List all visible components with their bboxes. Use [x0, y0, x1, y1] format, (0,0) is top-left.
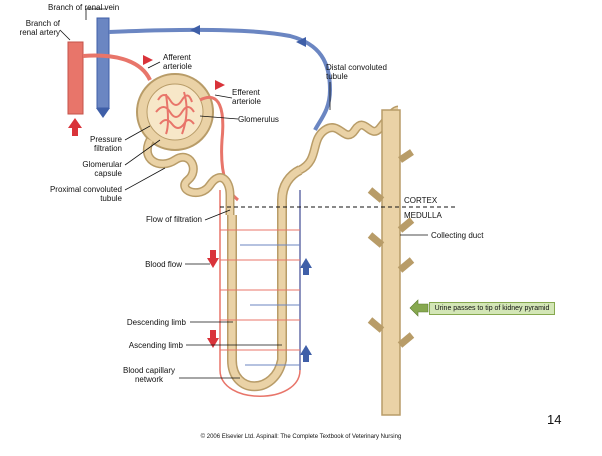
label-pressure-line1: Pressure	[89, 135, 122, 144]
label-urine-passes: Urine passes to tip of kidney pyramid	[429, 302, 555, 315]
label-pct-line1: Proximal convoluted	[49, 185, 122, 194]
label-capsule-line1: Glomerular	[82, 160, 122, 169]
label-renal-vein: Branch of renal vein	[48, 3, 120, 12]
collecting-duct	[367, 109, 415, 416]
label-efferent-line1: Efferent	[232, 88, 260, 97]
leader-lines	[59, 8, 428, 379]
blood-capillary-network	[219, 190, 301, 397]
label-collecting-duct: Collecting duct	[431, 231, 484, 240]
page-number: 14	[547, 412, 562, 427]
label-efferent-line2: arteriole	[232, 97, 261, 106]
label-capillary-line2: network	[134, 375, 163, 384]
label-capsule-line2: capsule	[94, 169, 122, 178]
label-cortex: CORTEX	[404, 196, 438, 205]
label-capillary-line1: Blood capillary	[122, 366, 176, 375]
label-dct-line2: tubule	[326, 72, 348, 81]
label-renal-artery-line2: renal artery	[19, 28, 60, 37]
label-pressure-line2: filtration	[93, 144, 122, 153]
loop-of-henle	[227, 165, 303, 392]
flow-arrows	[143, 25, 312, 362]
afferent-arteriole	[82, 53, 152, 81]
label-descending-limb: Descending limb	[126, 318, 186, 327]
label-afferent-line2: arteriole	[163, 62, 192, 71]
label-afferent-line1: Afferent	[163, 53, 191, 62]
renal-artery	[67, 41, 84, 136]
label-flow-of-filtration: Flow of filtration	[145, 215, 202, 224]
label-glomerulus: Glomerulus	[238, 115, 279, 124]
label-dct-line1: Distal convoluted	[326, 63, 387, 72]
glomerular-capsule	[136, 73, 214, 151]
copyright-notice: © 2006 Elsevier Ltd. Aspinall: The Compl…	[200, 434, 402, 440]
label-ascending-limb: Ascending limb	[128, 341, 183, 350]
label-renal-artery-line1: Branch of	[25, 19, 60, 28]
renal-vein	[96, 17, 110, 118]
label-pct-line2: tubule	[100, 194, 122, 203]
urine-arrow	[409, 299, 429, 317]
glomerulus	[155, 91, 195, 135]
label-medulla: MEDULLA	[404, 211, 442, 220]
label-blood-flow: Blood flow	[145, 260, 182, 269]
